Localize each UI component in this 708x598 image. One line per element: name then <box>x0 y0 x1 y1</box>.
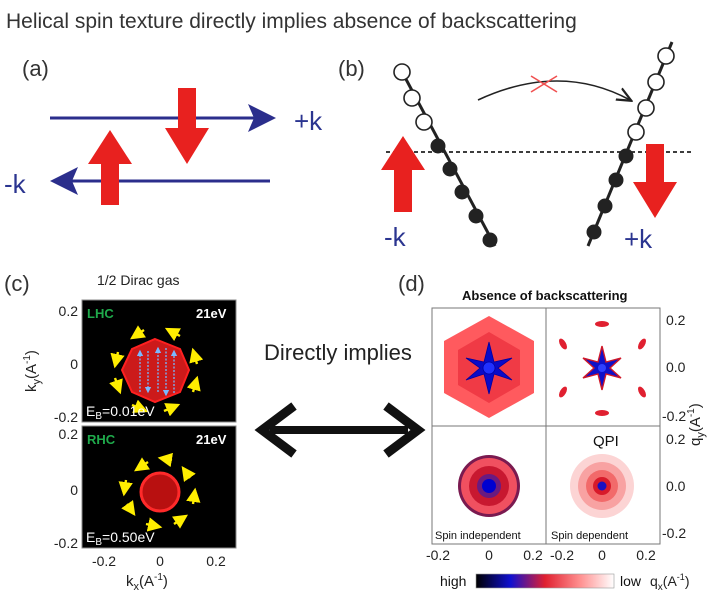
filled-state <box>442 161 458 177</box>
x-tick: 0 <box>485 547 493 563</box>
y-tick: 0 <box>70 356 78 372</box>
y-tick: 0.2 <box>59 303 79 319</box>
qpi-label: QPI <box>593 433 619 450</box>
qpi-satellites <box>559 321 646 416</box>
panel-a: (a) +k -k <box>4 56 323 205</box>
x-tick: -0.2 <box>426 547 450 563</box>
panel-c-subtitle: 1/2 Dirac gas <box>97 272 179 288</box>
empty-state <box>627 123 645 141</box>
middle-connector: Directly implies <box>254 340 426 458</box>
panel-c-label: (c) <box>4 271 30 296</box>
y-tick: 0.2 <box>666 431 686 447</box>
x-tick: 0.2 <box>636 547 656 563</box>
y-tick: -0.2 <box>54 535 78 551</box>
spin-dependent-label: Spin dependent <box>551 530 628 542</box>
panel-d-label: (d) <box>398 271 425 296</box>
x-tick: -0.2 <box>92 553 116 569</box>
filled-state <box>454 184 470 200</box>
x-tick: 0.2 <box>206 553 226 569</box>
filled-state <box>586 224 602 240</box>
spin-texture-arrows <box>118 452 201 532</box>
y-tick: -0.2 <box>662 408 686 424</box>
photon-energy-bottom: 21eV <box>196 432 227 447</box>
photon-energy-top: 21eV <box>196 306 227 321</box>
plus-k-label: +k <box>294 106 323 136</box>
double-arrow-left-head <box>254 402 297 458</box>
x-tick: 0 <box>598 547 606 563</box>
spin-texture-arrows <box>109 325 204 417</box>
forbidden-cross <box>530 75 558 93</box>
y-tick: 0.2 <box>59 426 79 442</box>
x-tick: -0.2 <box>550 547 574 563</box>
spin-down-arrow <box>165 88 209 164</box>
spin-down-arrow <box>633 144 677 218</box>
plus-k-label: +k <box>624 224 653 254</box>
empty-state <box>415 113 433 131</box>
colorbar-low-label: low <box>620 573 642 589</box>
qpi-star <box>582 345 622 391</box>
spin-independent-label: Spin independent <box>435 530 521 542</box>
y-tick: 0.2 <box>666 312 686 328</box>
polarization-label-top: LHC <box>87 306 114 321</box>
double-arrow-right-head <box>383 402 426 458</box>
empty-state <box>647 73 665 91</box>
x-tick: 0.2 <box>523 547 543 563</box>
x-axis-label: qx(A-1) <box>650 572 689 593</box>
minus-k-label: -k <box>4 169 27 199</box>
scattering-arrows <box>136 346 178 397</box>
spin-up-arrow <box>381 136 425 212</box>
binding-energy-top: EB=0.01eV <box>86 403 155 422</box>
colorbar-high-label: high <box>440 573 466 589</box>
y-tick: 0 <box>70 482 78 498</box>
directly-implies-label: Directly implies <box>264 340 412 365</box>
y-tick: 0.0 <box>666 478 686 494</box>
y-tick: -0.2 <box>54 409 78 425</box>
backscatter-arc <box>477 80 630 100</box>
polarization-label-bottom: RHC <box>87 432 116 447</box>
x-tick: 0 <box>156 553 164 569</box>
y-tick: -0.2 <box>662 525 686 541</box>
empty-state <box>393 63 411 81</box>
y-axis-label: ky(A-1) <box>22 350 43 392</box>
figure-title: Helical spin texture directly implies ab… <box>6 10 577 33</box>
empty-state <box>637 99 655 117</box>
spin-up-arrow <box>88 130 132 205</box>
qpi-core <box>597 481 607 491</box>
empty-state <box>657 47 675 65</box>
panel-b-label: (b) <box>338 56 365 81</box>
empty-state <box>403 89 421 107</box>
y-axis-label: qy(A-1) <box>686 403 707 446</box>
colorbar <box>475 573 615 589</box>
filled-state <box>618 148 634 164</box>
panel-a-label: (a) <box>22 56 49 81</box>
filled-state <box>430 138 446 154</box>
filled-state <box>608 172 624 188</box>
minus-k-label: -k <box>384 222 407 252</box>
fermi-contour-circle <box>139 471 181 513</box>
fermi-contour-hexagon <box>120 337 191 404</box>
filled-state <box>468 208 484 224</box>
qpi-core <box>482 479 496 493</box>
y-tick: 0.0 <box>666 359 686 375</box>
panel-c: (c) 1/2 Dirac gas LHC 21eV EB=0.01eV <box>4 271 237 593</box>
minus-k-arrowhead <box>50 167 78 195</box>
panel-d-subtitle: Absence of backscattering <box>462 288 628 303</box>
x-axis-label: kx(A-1) <box>126 572 168 593</box>
qpi-star <box>465 341 513 395</box>
panel-d: (d) Absence of backscattering <box>398 271 707 593</box>
filled-state <box>597 198 613 214</box>
panel-b: (b) -k +k <box>338 41 692 254</box>
filled-state <box>482 232 498 248</box>
plus-k-arrowhead <box>248 104 276 132</box>
binding-energy-bottom: EB=0.50eV <box>86 529 155 548</box>
